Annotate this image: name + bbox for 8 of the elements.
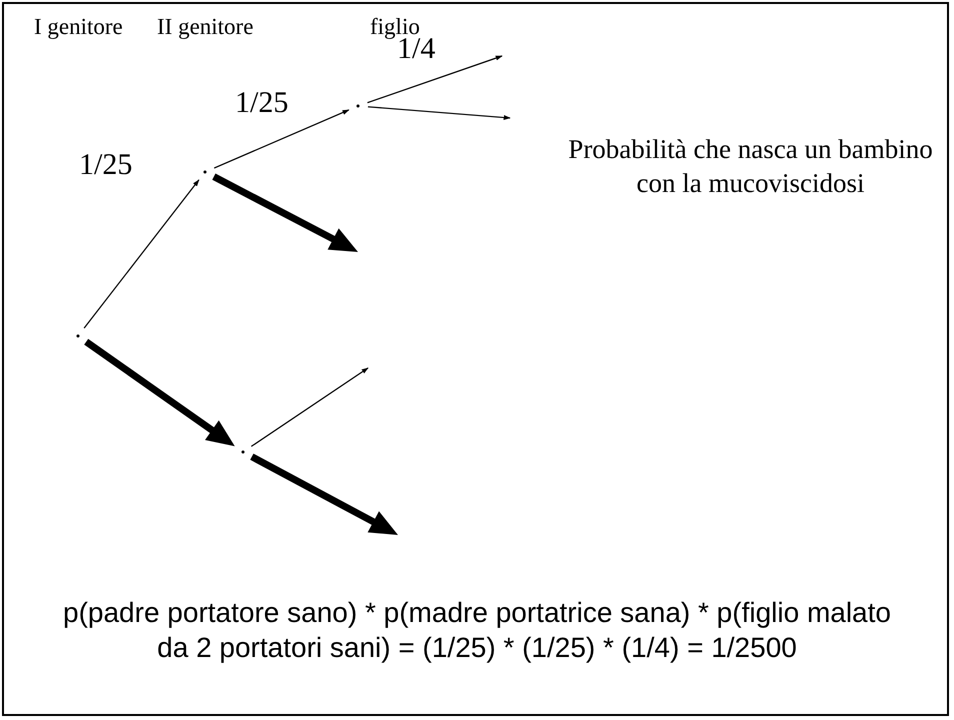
branch-point — [356, 104, 360, 108]
column-heading: I genitore — [34, 14, 123, 40]
formula-text: p(padre portatore sano) * p(madre portatrice sana) * p(figlio malato da 2 portatori sani) = (1/25) * (1/25) * (1/4) = 1/2500 — [62, 596, 892, 665]
branch-point — [76, 334, 80, 338]
branch-point — [204, 170, 206, 174]
column-heading: II genitore — [157, 14, 254, 40]
branch-point — [242, 450, 244, 454]
note-text: Probabilità che nasca un bambino con la mucoviscidosi — [567, 133, 934, 200]
